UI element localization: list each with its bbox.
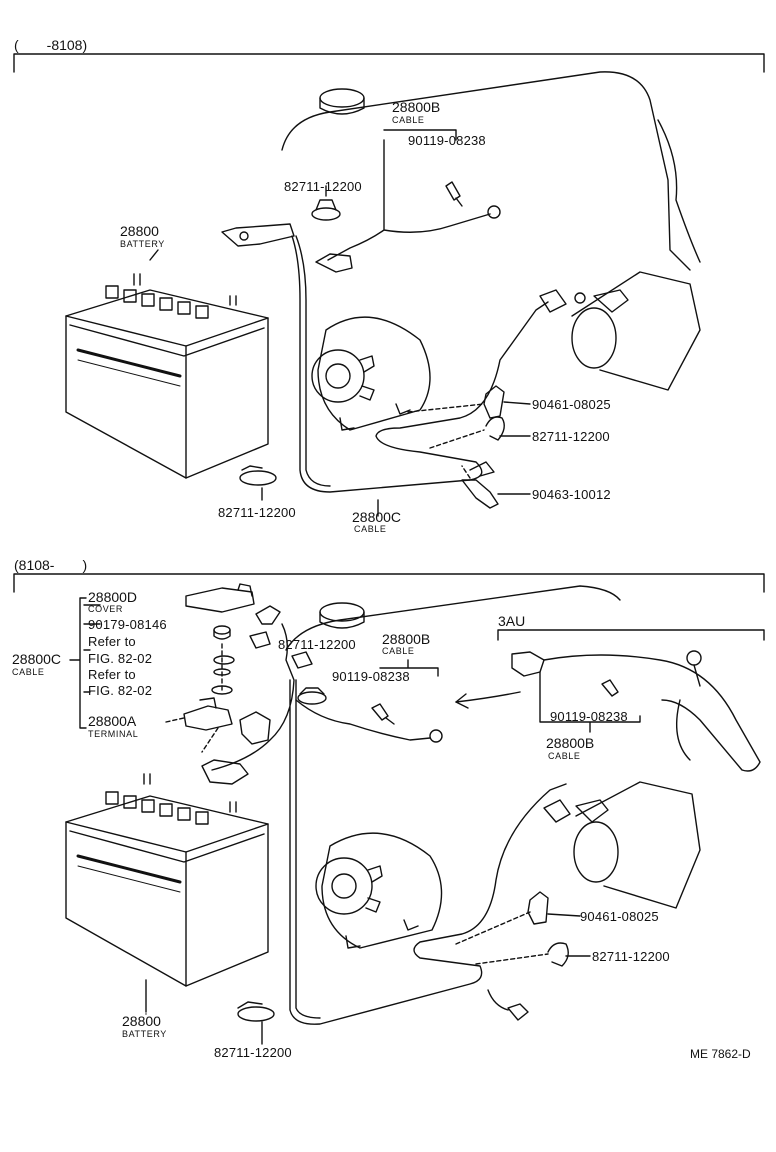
bottom-cable-c-pn: 28800C: [12, 651, 62, 667]
terminal-part: [183, 705, 233, 731]
bottom-cable-b-name: CABLE: [382, 646, 415, 656]
direction-arrow: [455, 691, 521, 703]
drawing-code: ME 7862-D: [690, 1047, 751, 1061]
top-cable-c-pn: 28800C: [352, 509, 402, 525]
connector-bottom: [249, 605, 281, 649]
bottom-refer1: Refer to: [88, 634, 136, 649]
section-variant-3au: 3AU: [498, 613, 526, 629]
top-clamp-r2-pn: 82711-12200: [532, 429, 610, 444]
battery-terminal-top: [221, 223, 295, 247]
bottom-refer2: Refer to: [88, 667, 136, 682]
clamp-82711-top: [311, 199, 341, 221]
top-cable-b-name: CABLE: [392, 115, 425, 125]
top-battery-name: BATTERY: [120, 239, 165, 249]
bottom-clamp-r1-pn: 90461-08025: [580, 909, 659, 924]
clamp-90463-top: [461, 479, 499, 509]
bottom-clamp-top-pn: 82711-12200: [278, 637, 356, 652]
top-section-bracket: [13, 53, 765, 73]
oil-cap-bottom: [319, 602, 365, 629]
bottom-clamp-r2-pn: 82711-12200: [592, 949, 670, 964]
alternator-top: [311, 316, 431, 431]
bottom-fig1: FIG. 82-02: [88, 651, 153, 666]
battery-terminal-bottom: [201, 759, 249, 785]
clamp-90461-bottom: [527, 891, 549, 925]
top-clamp-r3-pn: 90463-10012: [532, 487, 611, 502]
bottom-fig2: FIG. 82-02: [88, 683, 153, 698]
bottom-bolt-pn: 90119-08238: [332, 669, 410, 684]
top-cable-b-pn: 28800B: [392, 99, 441, 115]
top-clamp-bottom-pn: 82711-12200: [218, 505, 296, 520]
cable-b-top: [327, 139, 491, 261]
clamp-82711-bottom-left: [237, 1006, 275, 1022]
bolt-top: [445, 181, 463, 207]
cable-c-top-run: [291, 235, 549, 493]
section-range-top: ( -8108): [14, 37, 88, 53]
bottom-battery-name: BATTERY: [122, 1029, 167, 1039]
battery-top: [65, 273, 269, 479]
bottom-clamp-bottom-pn: 82711-12200: [214, 1045, 292, 1060]
clamp-82711-bottom-top: [239, 470, 277, 486]
bottom-cover-name: COVER: [88, 604, 124, 614]
top-cable-c-name: CABLE: [354, 524, 387, 534]
top-bolt-pn: 90119-08238: [408, 133, 486, 148]
clamp-90461-top: [483, 385, 505, 419]
clamp-82711-bottom-sec: [297, 687, 327, 705]
bottom-3au-bolt-pn: 90119-08238: [550, 709, 628, 724]
label-bracket-left: [69, 597, 87, 729]
top-clamp-top-pn: 82711-12200: [284, 179, 362, 194]
bottom-battery-pn: 28800: [122, 1013, 161, 1029]
bottom-section-bracket: [13, 573, 765, 593]
bottom-cover-pn: 28800D: [88, 589, 138, 605]
3au-bracket: [497, 629, 765, 641]
nut-part: [213, 625, 231, 635]
alternator-bottom: [315, 832, 443, 949]
cover-part: [185, 587, 255, 613]
bottom-3au-cable-b-name: CABLE: [548, 751, 581, 761]
clamp-82711-right-bottom: [547, 942, 569, 967]
bottom-terminal-name: TERMINAL: [88, 729, 139, 739]
battery-bottom: [65, 773, 269, 1013]
bolt-bottom: [371, 703, 395, 725]
starter-bottom: [543, 781, 701, 909]
cable-c-bottom-run: [211, 623, 567, 1025]
3au-cable: [511, 650, 761, 772]
cable-b-bottom: [295, 699, 431, 741]
bottom-cable-b-pn: 28800B: [382, 631, 431, 647]
bottom-nut-pn: 90179-08146: [88, 617, 167, 632]
bottom-terminal-pn: 28800A: [88, 713, 137, 729]
engine-outline-top: [281, 71, 691, 271]
starter-top: [539, 271, 701, 391]
top-clamp-r1-pn: 90461-08025: [532, 397, 611, 412]
bottom-3au-cable-b-pn: 28800B: [546, 735, 595, 751]
section-range-bottom: (8108- ): [14, 557, 88, 573]
top-battery-pn: 28800: [120, 223, 159, 239]
oil-cap-top: [319, 88, 365, 115]
bottom-cable-c-name: CABLE: [12, 667, 45, 677]
